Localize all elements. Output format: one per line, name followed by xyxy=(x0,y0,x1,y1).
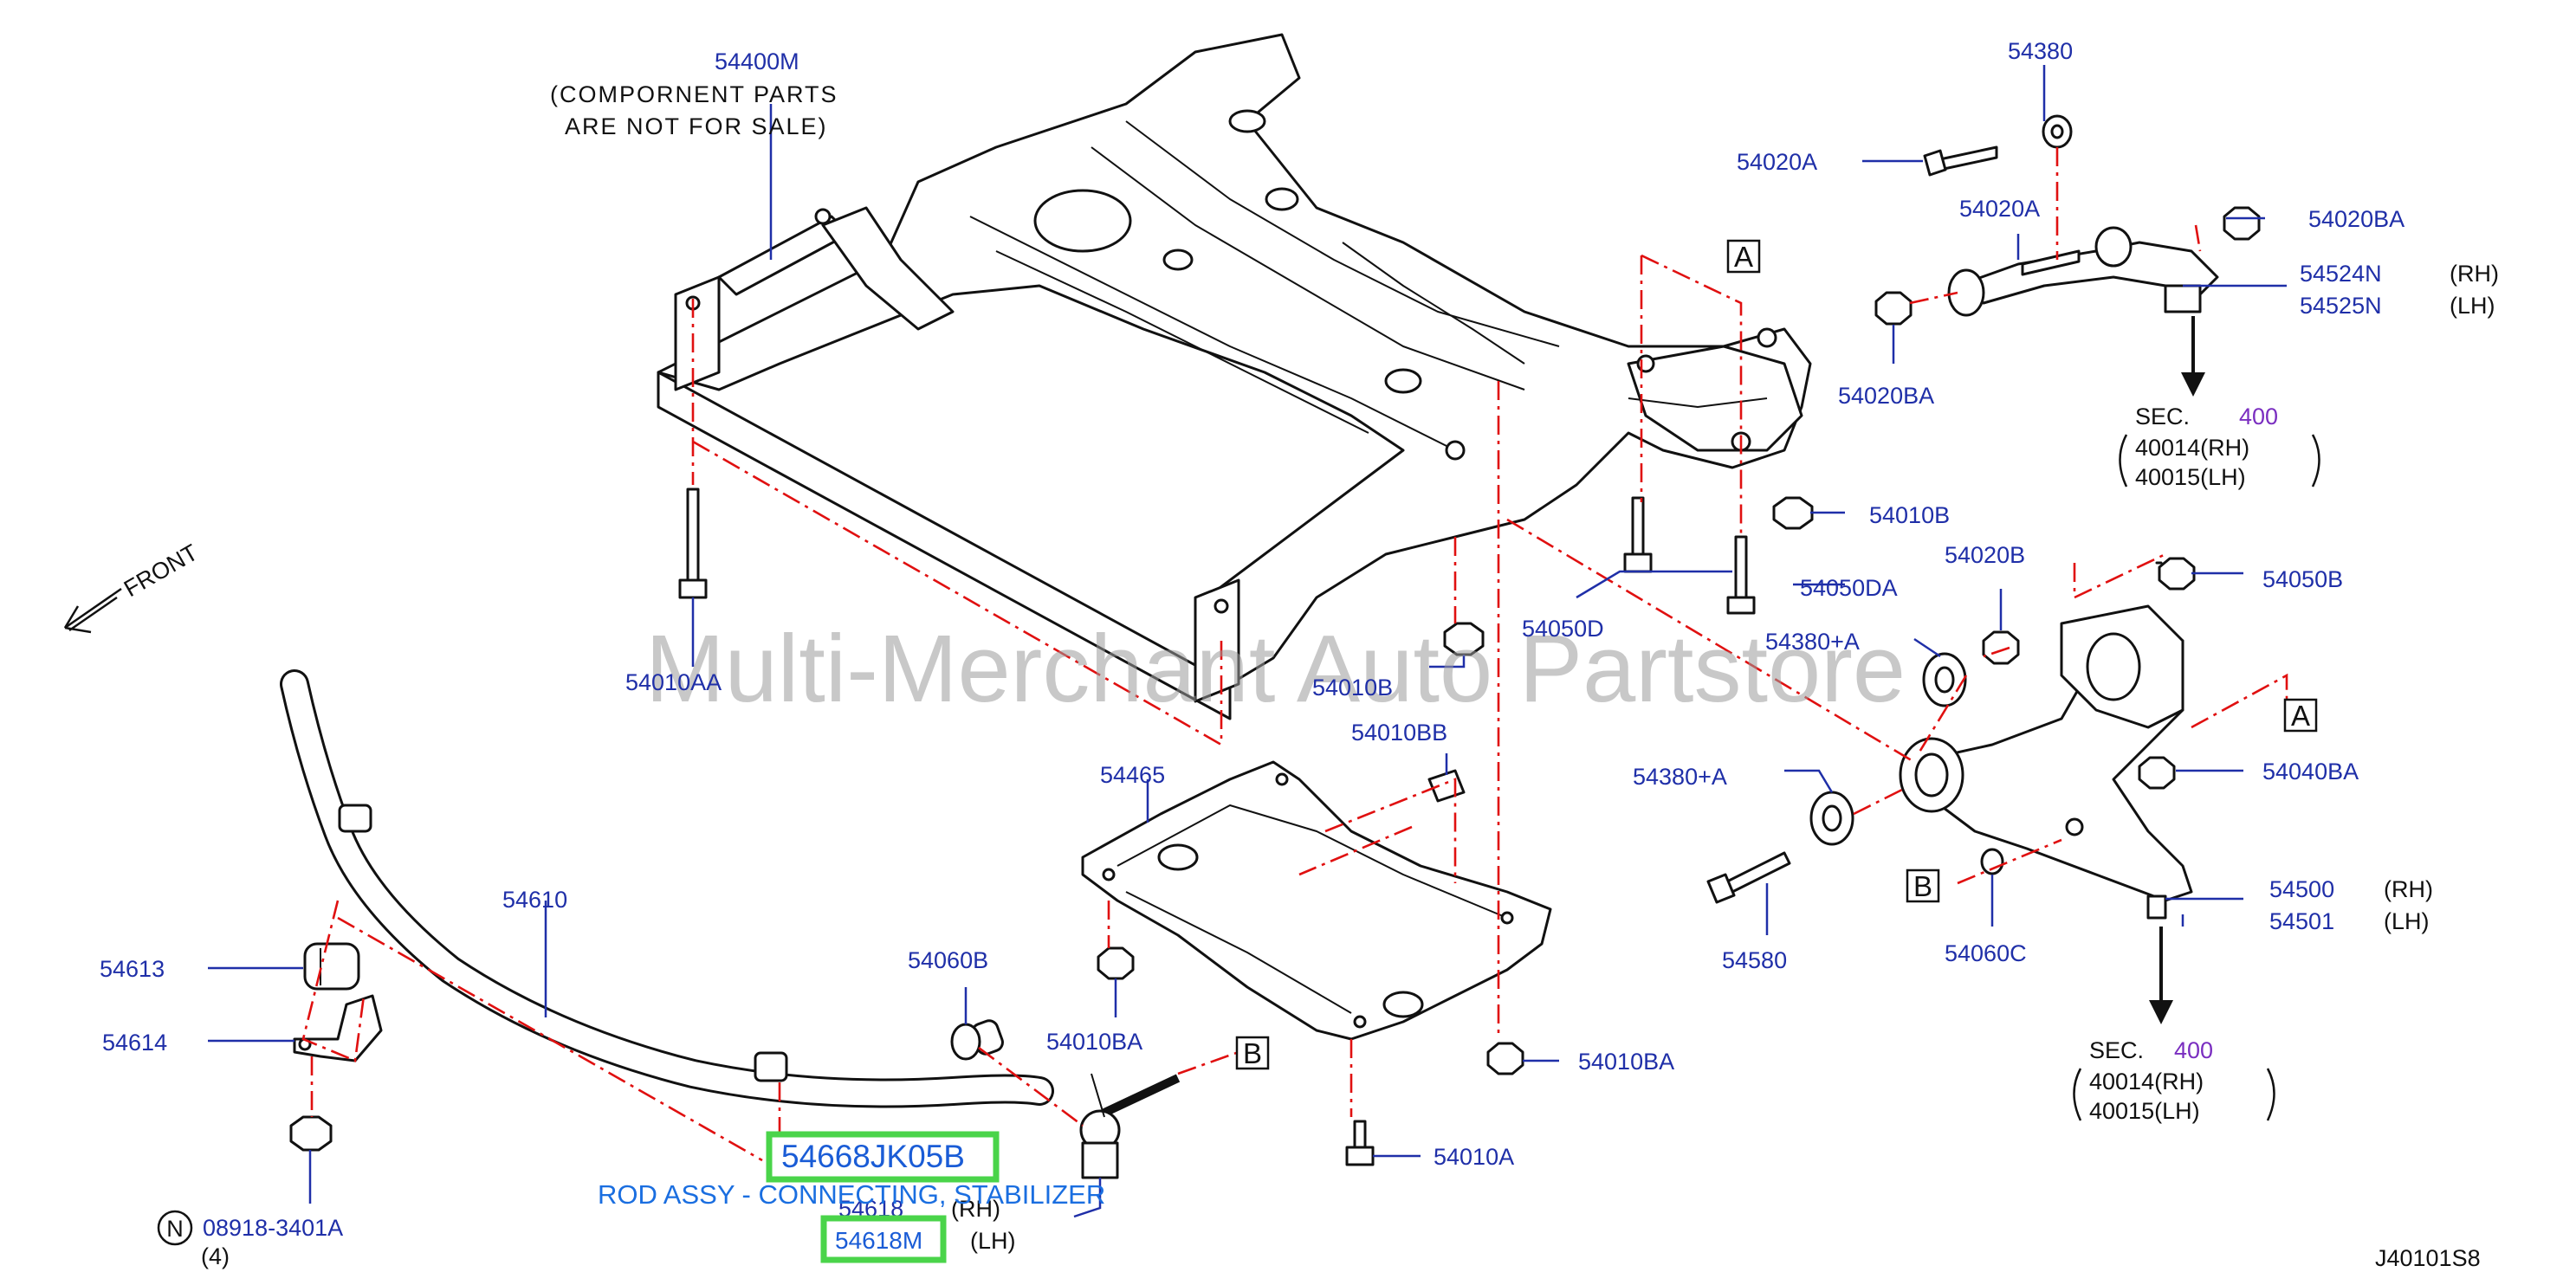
callout-54020a-2[interactable]: 54020A xyxy=(1959,196,2040,222)
svg-text:A: A xyxy=(1734,241,1753,273)
sec-lh: 40015(LH) xyxy=(2135,464,2246,490)
svg-text:B: B xyxy=(1913,870,1932,902)
highlight-description: ROD ASSY - CONNECTING, STABILIZER xyxy=(598,1179,1105,1210)
callout-54010b-2[interactable]: 54010B xyxy=(1312,675,1393,701)
sec-reference-2[interactable]: SEC. 400 40014(RH) 40015(LH) xyxy=(2073,1037,2275,1124)
fasteners xyxy=(678,114,2261,1166)
callout-54610[interactable]: 54610 xyxy=(502,887,567,913)
rh-label-1: (RH) xyxy=(2450,261,2499,287)
svg-text:B: B xyxy=(1243,1037,1262,1069)
sec-lh: 40015(LH) xyxy=(2089,1098,2200,1124)
callout-54050d[interactable]: 54050D xyxy=(1522,616,1604,642)
callout-54614[interactable]: 54614 xyxy=(102,1030,167,1056)
callout-54020ba-2[interactable]: 54020BA xyxy=(1838,383,1934,409)
rh-label-2: (RH) xyxy=(2384,876,2433,902)
highlight-part-secondary[interactable]: 54618M xyxy=(835,1227,922,1254)
quantity-label: (4) xyxy=(201,1243,230,1269)
sec-number: 400 xyxy=(2174,1037,2213,1063)
front-label: FRONT xyxy=(120,539,203,602)
callout-54020b[interactable]: 54020B xyxy=(1945,542,2025,568)
callout-54020ba-1[interactable]: 54020BA xyxy=(2308,206,2404,232)
ref-box-b-left: B xyxy=(1235,1036,1270,1070)
callout-54380a-2[interactable]: 54380+A xyxy=(1633,764,1727,790)
callout-54010ba-2[interactable]: 54010BA xyxy=(1578,1049,1674,1075)
sec-arrows xyxy=(2149,316,2205,1024)
callout-54020a-1[interactable]: 54020A xyxy=(1737,149,1817,175)
under-cover-54465 xyxy=(1081,760,1552,1041)
callout-54010bb[interactable]: 54010BB xyxy=(1351,720,1447,746)
stabilizer-bushing-54613 xyxy=(303,942,360,991)
upper-link-54524N xyxy=(1947,226,2219,317)
callout-54380[interactable]: 54380 xyxy=(2008,38,2073,64)
ref-box-a-top: A xyxy=(1726,239,1761,274)
sec-rh: 40014(RH) xyxy=(2135,435,2249,461)
transverse-link-54500 xyxy=(1899,604,2193,920)
circled-letter: N xyxy=(166,1216,184,1242)
diagram-id: J40101S8 xyxy=(2375,1245,2481,1271)
sec-label: SEC. xyxy=(2089,1037,2144,1063)
alignment-lines xyxy=(301,147,2288,1162)
callout-54050b[interactable]: 54050B xyxy=(2262,566,2343,592)
sec-number: 400 xyxy=(2239,404,2278,429)
front-direction-arrow: FRONT xyxy=(63,539,203,634)
svg-text:A: A xyxy=(2291,700,2310,732)
nut-08918 xyxy=(289,1115,333,1152)
callout-54060c[interactable]: 54060C xyxy=(1945,940,2027,966)
callout-54040ba[interactable]: 54040BA xyxy=(2262,759,2359,785)
sec-label: SEC. xyxy=(2135,404,2190,429)
callout-54525n[interactable]: 54525N xyxy=(2300,293,2382,319)
lh-label-3: (LH) xyxy=(970,1228,1016,1254)
callout-54060b[interactable]: 54060B xyxy=(908,947,988,973)
callout-54010a[interactable]: 54010A xyxy=(1434,1144,1514,1170)
stabilizer-clamp-54614 xyxy=(293,994,383,1062)
watermark: Multi-Merchant Auto Partstore xyxy=(645,616,1906,722)
callout-54465[interactable]: 54465 xyxy=(1100,762,1165,788)
highlight-box-primary[interactable] xyxy=(766,1131,1000,1183)
highlight-part-primary[interactable]: 54668JK05B xyxy=(781,1139,965,1174)
callout-54613[interactable]: 54613 xyxy=(100,956,165,982)
sec-rh: 40014(RH) xyxy=(2089,1069,2204,1095)
callout-54380a-1[interactable]: 54380+A xyxy=(1765,629,1860,655)
callout-54400m[interactable]: 54400M xyxy=(715,48,799,74)
callout-08918-3401a[interactable]: 08918-3401A xyxy=(203,1215,343,1241)
note-line-2: ARE NOT FOR SALE) xyxy=(565,113,828,139)
ref-box-a-right: A xyxy=(2283,698,2318,733)
rh-label-3: (RH) xyxy=(951,1196,1000,1222)
callout-54501[interactable]: 54501 xyxy=(2269,908,2334,934)
callout-leaders xyxy=(208,65,2287,1218)
sec-reference-1[interactable]: SEC. 400 40014(RH) 40015(LH) xyxy=(2119,404,2320,490)
callout-54010aa[interactable]: 54010AA xyxy=(625,669,722,695)
connecting-rod-54618 xyxy=(971,1019,1181,1179)
callout-54524n[interactable]: 54524N xyxy=(2300,261,2382,287)
ref-box-b-right: B xyxy=(1906,869,1940,903)
front-suspension-member xyxy=(657,33,1812,720)
callout-54010b-1[interactable]: 54010B xyxy=(1869,502,1950,528)
note-line-1: (COMPORNENT PARTS xyxy=(550,81,838,107)
circled-n-badge xyxy=(157,1210,193,1246)
callout-54580[interactable]: 54580 xyxy=(1722,947,1787,973)
stabilizer-bar-54610 xyxy=(280,669,1054,1108)
lh-label-2: (LH) xyxy=(2384,908,2430,934)
lh-label-1: (LH) xyxy=(2450,293,2495,319)
callout-54010ba-1[interactable]: 54010BA xyxy=(1046,1029,1142,1055)
highlight-box-secondary[interactable] xyxy=(820,1215,947,1263)
callout-54050da[interactable]: 54050DA xyxy=(1800,575,1898,601)
callout-54500[interactable]: 54500 xyxy=(2269,876,2334,902)
